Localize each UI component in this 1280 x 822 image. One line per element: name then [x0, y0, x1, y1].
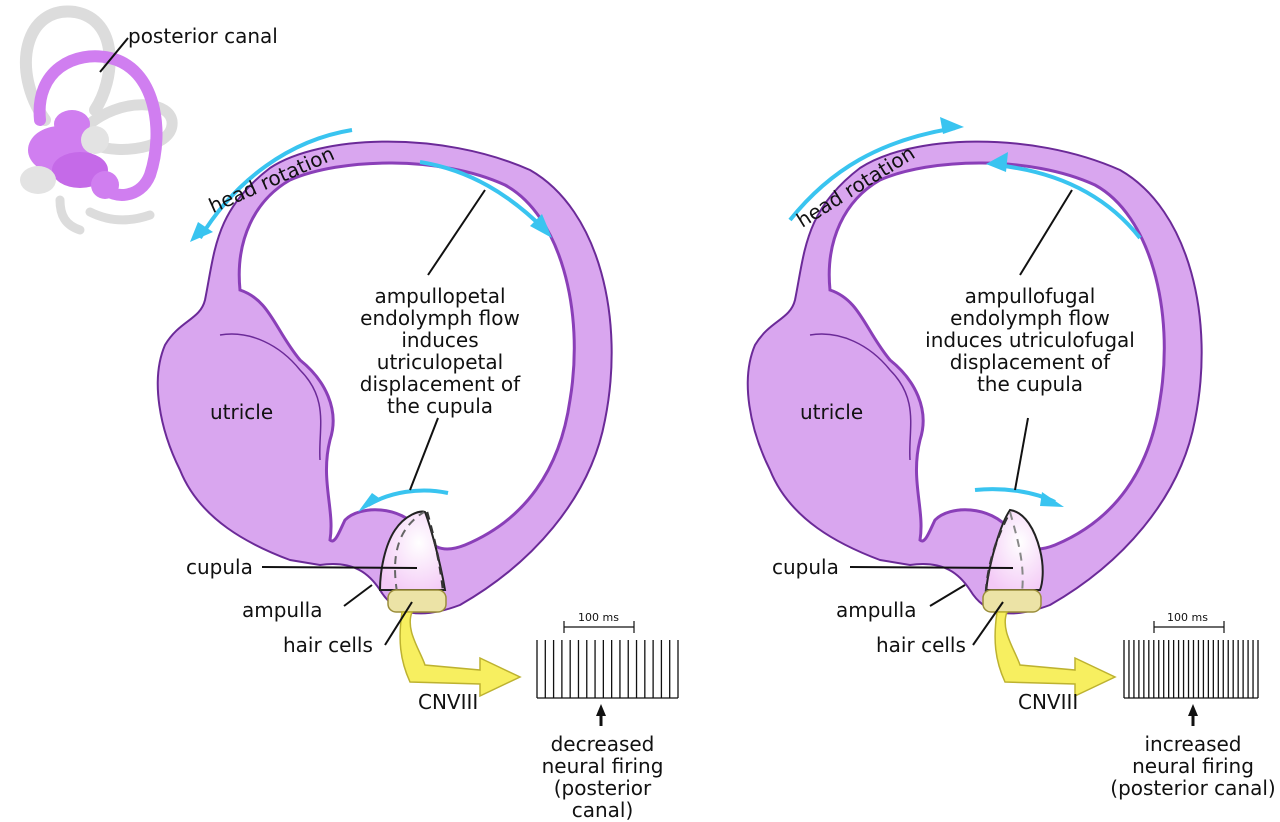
left-haircells-leader — [384, 601, 413, 646]
right-utricle-label: utricle — [800, 400, 864, 424]
right-flow-arrow-top — [994, 163, 1142, 240]
right-desc-line-1: ampullofugal — [964, 284, 1096, 308]
left-cupula-rest-line — [394, 511, 425, 593]
left-nerve-label: CNVIII — [418, 690, 479, 714]
right-firing-line-3: (posterior canal) — [1110, 776, 1276, 800]
right-description: ampullofugal endolymph flow induces utri… — [920, 285, 1140, 395]
right-cupula-rest-line — [984, 511, 1012, 593]
right-cupula-label: cupula — [772, 555, 839, 579]
left-desc-line-4: displacement of — [359, 372, 521, 396]
left-cupula-leader — [261, 566, 418, 569]
right-spike-train — [1123, 640, 1259, 699]
inset-lateral-canal — [79, 99, 178, 155]
panel-right — [746, 117, 1259, 726]
right-desc-leader-top — [1019, 189, 1073, 276]
left-firing-line-3: (posterior canal) — [553, 776, 652, 822]
right-desc-line-3: induces utriculofugal — [925, 328, 1135, 352]
panel-left — [156, 128, 679, 726]
left-cupula-dashed — [425, 511, 445, 591]
right-desc-leader-bottom — [1014, 417, 1029, 491]
left-firing-text: decreased neural firing (posterior canal… — [520, 733, 685, 821]
left-hair-cells — [387, 589, 447, 613]
left-spike-train — [536, 640, 679, 699]
right-nerve-label: CNVIII — [1018, 690, 1079, 714]
inset-posterior-canal — [33, 50, 163, 201]
right-cupula-dashed — [1009, 511, 1024, 593]
right-cupula-leader — [849, 566, 1014, 569]
right-ampulla-label: ampulla — [836, 598, 917, 622]
right-firing-line-2: neural firing — [1132, 754, 1254, 778]
inset-anterior-canal — [19, 5, 116, 126]
labyrinth-inset — [19, 5, 178, 235]
right-firing-up-arrow — [1188, 704, 1198, 716]
left-ampulla-label: ampulla — [242, 598, 323, 622]
right-hair-cells — [982, 589, 1042, 613]
left-ampulla-leader — [343, 584, 373, 607]
right-haircells-label: hair cells — [876, 633, 966, 657]
right-desc-line-4: displacement of — [949, 350, 1111, 374]
left-rotation-arrow — [198, 128, 353, 240]
left-cupula-label: cupula — [186, 555, 253, 579]
left-desc-line-2: endolymph flow — [360, 306, 520, 330]
left-nerve-arrow — [399, 611, 522, 698]
inset-label: posterior canal — [128, 24, 278, 48]
right-firing-line-1: increased — [1144, 732, 1242, 756]
left-desc-leader-top — [427, 189, 486, 276]
inset-leader-line — [99, 37, 129, 73]
right-desc-line-2: endolymph flow — [950, 306, 1110, 330]
left-description: ampullopetal endolymph flow induces utri… — [340, 285, 540, 417]
right-nerve-arrow — [994, 611, 1117, 698]
left-haircells-label: hair cells — [283, 633, 373, 657]
right-firing-text: increased neural firing (posterior canal… — [1108, 733, 1278, 799]
left-desc-line-1: ampullopetal — [374, 284, 506, 308]
left-firing-line-2: neural firing — [541, 754, 664, 778]
right-rotation-arrow — [788, 126, 956, 222]
left-scale-label: 100 ms — [578, 611, 619, 624]
left-desc-line-5: the cupula — [386, 394, 494, 418]
left-flow-arrow-top — [419, 160, 547, 232]
right-scale-label: 100 ms — [1167, 611, 1208, 624]
right-utricle-region — [765, 334, 912, 540]
inset-ampulla — [91, 171, 119, 199]
left-desc-leader-bottom — [409, 417, 439, 491]
left-desc-line-3: induces utriculopetal — [376, 328, 504, 374]
left-utricle-label: utricle — [210, 400, 274, 424]
right-ampulla-leader — [929, 584, 966, 607]
right-haircells-leader — [972, 601, 1004, 646]
left-firing-line-1: decreased — [550, 732, 655, 756]
left-firing-up-arrow — [596, 704, 606, 716]
left-utricle-region — [175, 334, 322, 540]
right-desc-line-5: the cupula — [976, 372, 1084, 396]
